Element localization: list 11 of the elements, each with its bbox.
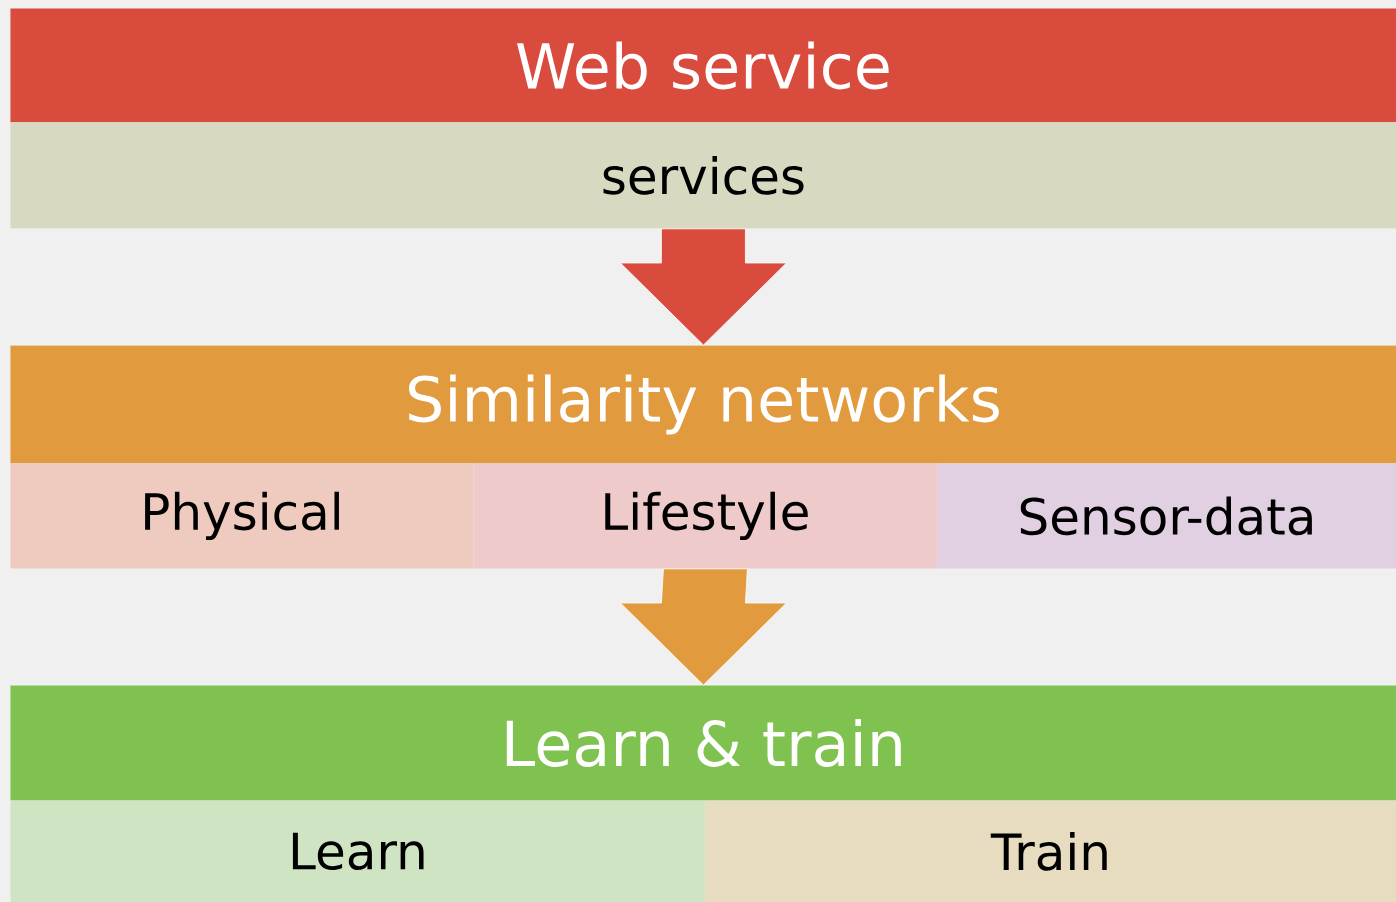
header-band: Learn & train [10,685,1396,801]
header-band: Similarity networks [10,345,1396,464]
sub-cell: Learn [10,800,706,902]
category-cell: Sensor-data [937,463,1396,569]
sub-band: services [10,122,1396,229]
category-cell: Lifestyle [473,463,938,569]
category-cell: Physical [10,463,474,569]
sub-cell: Train [705,800,1396,902]
block-arrow [620,228,787,346]
block-arrow [620,568,787,686]
header-band: Web service [10,8,1396,123]
